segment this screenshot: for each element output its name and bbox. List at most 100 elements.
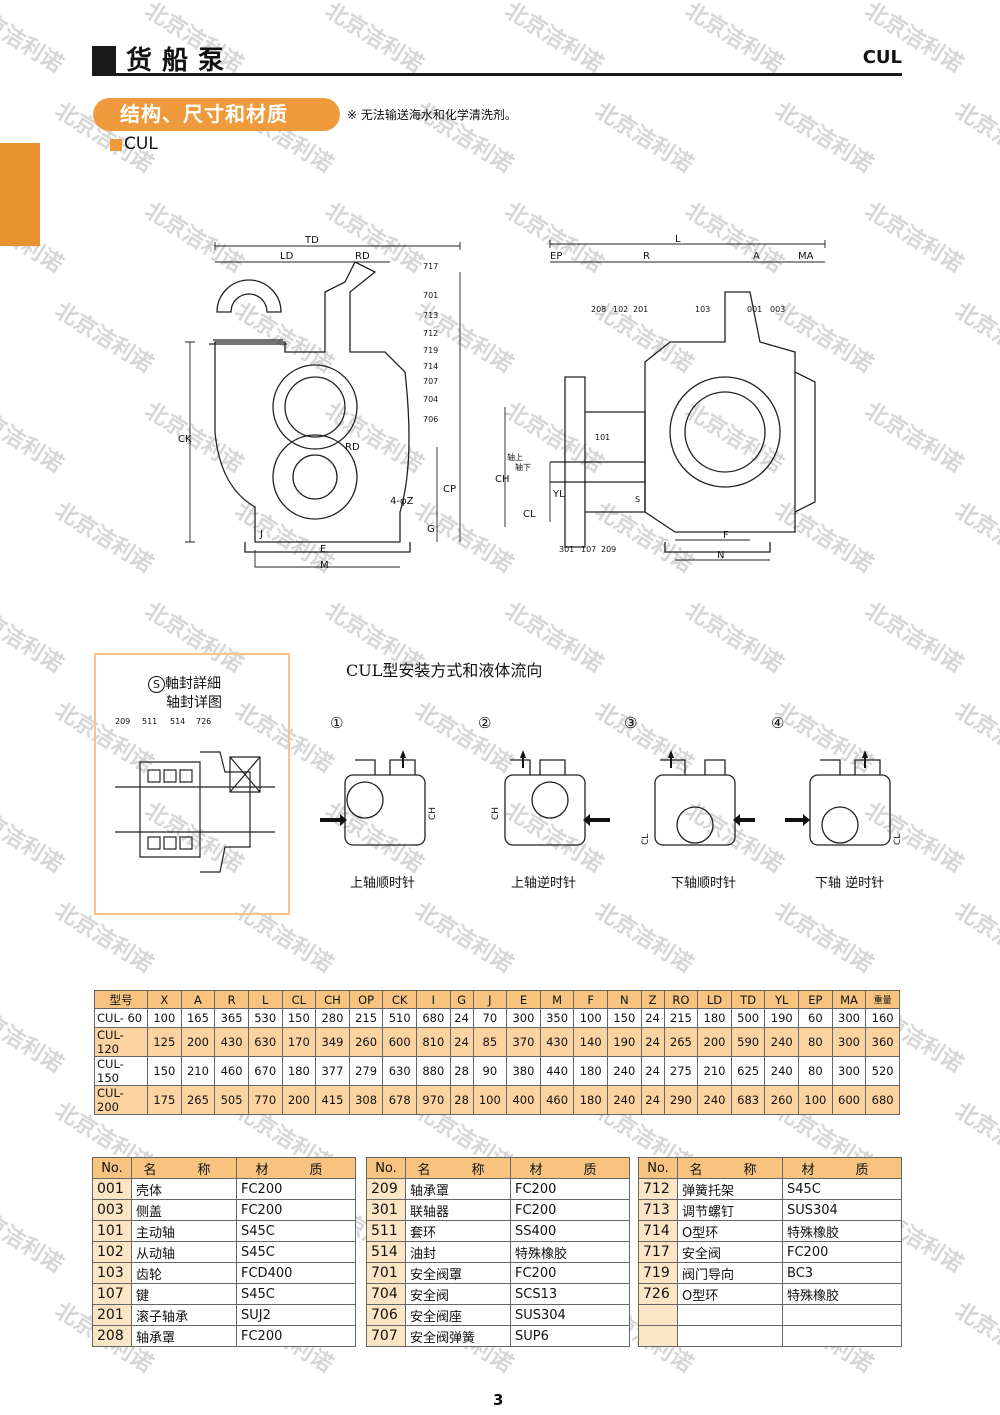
part-no	[638, 1325, 678, 1347]
dimension-cell: 160	[865, 1008, 900, 1028]
dimension-cell: 180	[697, 1008, 732, 1028]
dimension-cell: 240	[607, 1056, 642, 1086]
parts-row	[638, 1304, 902, 1326]
watermark-text: 北京洁利诺	[500, 0, 607, 78]
dimension-header-cell: 重量	[865, 990, 900, 1009]
dimension-cell: 880	[416, 1056, 451, 1086]
install-dim-2: CH	[491, 807, 501, 820]
dimension-cell: 670	[247, 1056, 283, 1086]
dimension-header-cell: J	[472, 990, 508, 1009]
part-material: FC200	[236, 1199, 356, 1221]
dimension-header-cell: E	[506, 990, 541, 1009]
part-no: 704	[366, 1283, 406, 1305]
watermark-text: 北京洁利诺	[860, 198, 967, 278]
dimension-header-cell: A	[180, 990, 216, 1009]
svg-text:CL: CL	[523, 509, 536, 520]
sub-label-marker	[110, 139, 122, 151]
dimension-header-cell: LD	[697, 990, 732, 1009]
part-no	[638, 1304, 678, 1326]
part-name: 联轴器	[405, 1199, 511, 1221]
dimension-cell: 770	[247, 1085, 283, 1115]
dimension-cell: 24	[640, 1008, 665, 1028]
part-no: 101	[92, 1220, 132, 1242]
dimension-cell: 210	[697, 1056, 732, 1086]
part-material: SUJ2	[236, 1304, 356, 1326]
watermark-text: 北京洁利诺	[0, 798, 67, 878]
parts-header-no: No.	[92, 1157, 132, 1179]
dimension-cell: 430	[539, 1027, 575, 1057]
detail-title-jp-text: 軸封詳細	[165, 676, 221, 692]
dimension-cell: 415	[315, 1085, 350, 1115]
dimension-cell: 80	[798, 1056, 833, 1086]
dimension-cell: 140	[573, 1027, 609, 1057]
part-material: S45C	[236, 1241, 356, 1263]
part-no: 103	[92, 1262, 132, 1284]
dimension-cell: 460	[214, 1056, 249, 1086]
dimension-cell: 683	[730, 1085, 766, 1115]
svg-text:714: 714	[423, 362, 438, 371]
dimension-header-cell: CH	[315, 990, 350, 1009]
section-note: ※ 无法输送海水和化学清洗剂。	[347, 108, 517, 122]
dimension-header-cell: F	[573, 990, 609, 1009]
dimension-cell: 260	[348, 1027, 384, 1057]
model-cell: CUL- 60	[94, 1008, 148, 1028]
part-material: FC200	[236, 1178, 356, 1200]
install-num-2: ②	[478, 714, 492, 732]
model-cell: CUL- 120	[94, 1027, 148, 1057]
part-material: 特殊橡胶	[782, 1283, 902, 1305]
parts-header-no: No.	[366, 1157, 406, 1179]
dimension-cell: 265	[180, 1085, 216, 1115]
dimension-cell: 215	[663, 1008, 699, 1028]
watermark-text: 北京洁利诺	[0, 598, 67, 678]
dimension-cell: 280	[315, 1008, 350, 1028]
part-no: 003	[92, 1199, 132, 1221]
svg-text:726: 726	[196, 717, 211, 726]
svg-text:719: 719	[423, 346, 438, 355]
side-tab	[0, 143, 40, 246]
svg-text:101: 101	[595, 433, 610, 442]
svg-text:701: 701	[423, 291, 438, 300]
part-name: 壳体	[131, 1178, 237, 1200]
part-no: 001	[92, 1178, 132, 1200]
dimension-cell: 600	[382, 1027, 417, 1057]
dimension-cell: 260	[764, 1085, 800, 1115]
dimension-cell: 265	[663, 1027, 699, 1057]
dimension-cell: 290	[663, 1085, 699, 1115]
dimension-cell: 24	[640, 1056, 665, 1086]
parts-header-material: 材 质	[782, 1157, 902, 1179]
watermark-text: 北京洁利诺	[950, 1098, 1000, 1178]
dimension-cell: 308	[348, 1085, 384, 1115]
part-name: 套环	[405, 1220, 511, 1242]
dimension-cell: 505	[214, 1085, 249, 1115]
dimension-header-cell: N	[607, 990, 642, 1009]
section-title: 结构、尺寸和材质	[93, 98, 340, 131]
svg-text:J: J	[259, 529, 263, 540]
watermark-text: 北京洁利诺	[0, 398, 67, 478]
dimension-cell: 170	[281, 1027, 317, 1057]
part-material: S45C	[236, 1283, 356, 1305]
install-dim-3: CL	[641, 834, 651, 845]
part-material: 特殊橡胶	[510, 1241, 630, 1263]
svg-text:E: E	[320, 544, 326, 555]
part-no: 726	[638, 1283, 678, 1305]
dimension-cell: 520	[865, 1056, 900, 1086]
part-name: 调节螺钉	[677, 1199, 783, 1221]
dimension-cell: 150	[281, 1008, 317, 1028]
dimension-cell: 175	[147, 1085, 182, 1115]
install-dim-1: CH	[428, 807, 438, 820]
dimension-header-cell: YL	[764, 990, 800, 1009]
dimension-cell: 360	[865, 1027, 900, 1057]
dimension-cell: 24	[640, 1027, 665, 1057]
watermark-text: 北京洁利诺	[680, 0, 787, 78]
part-name: 滚子轴承	[131, 1304, 237, 1326]
parts-header-row: No.名 称材 质	[638, 1157, 902, 1179]
watermark-text: 北京洁利诺	[0, 998, 67, 1078]
